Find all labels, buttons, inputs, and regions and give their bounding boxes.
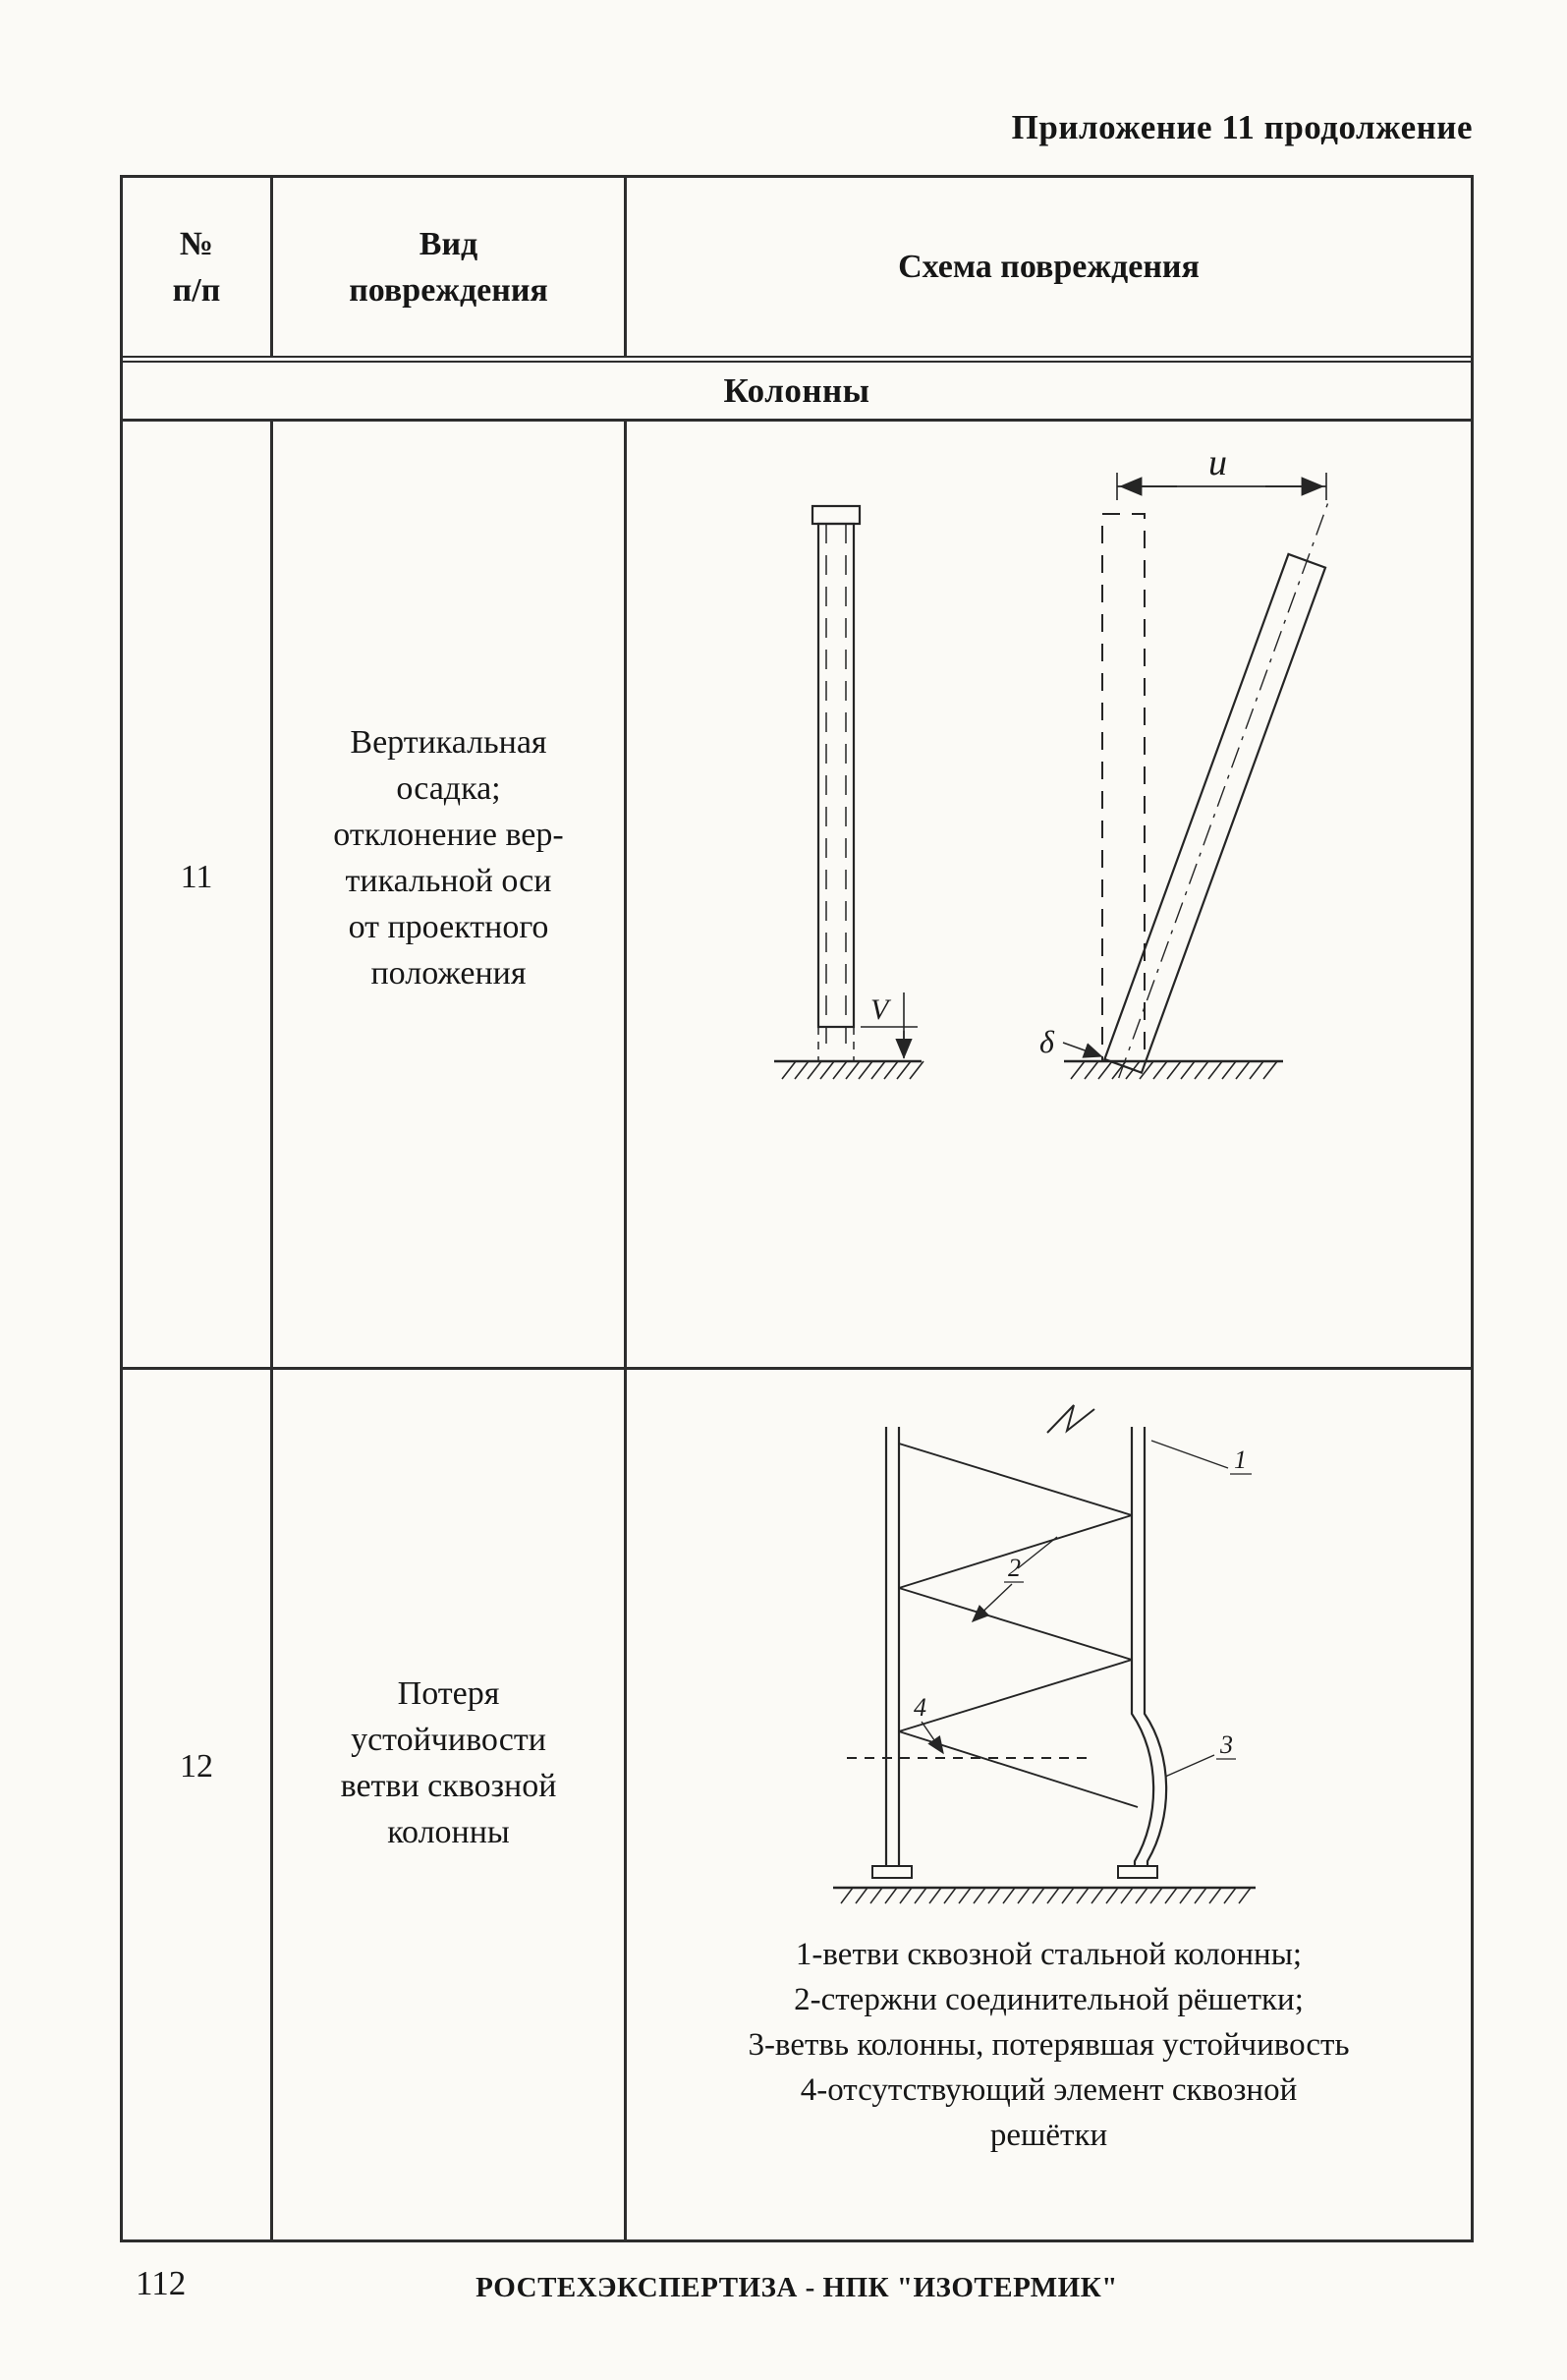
callout-4: 4	[914, 1693, 944, 1755]
column-header-number-line1: №	[179, 225, 214, 262]
damage-text-line: колонны	[387, 1814, 510, 1850]
table-row-12: 12 Потеря устойчивости ветви сквозной ко…	[123, 1370, 1471, 2239]
callout-1: 1	[1150, 1440, 1252, 1475]
row-12-number: 12	[123, 1370, 273, 2239]
damage-text-line: ветви сквозной	[340, 1768, 557, 1804]
damage-text-line: положения	[370, 955, 527, 992]
row-11-damage-type: Вертикальная осадка; отклонение вер- тик…	[273, 422, 627, 1367]
row-12-scheme-cell: 1 2 3 4	[627, 1370, 1471, 2239]
legend-line: 1-ветви сквозной стальной колонны;	[795, 1937, 1303, 1972]
settlement-dimension: V	[861, 992, 918, 1059]
column-settlement-diagram: u V	[774, 442, 1329, 1080]
delta-annotation: δ	[1039, 1024, 1103, 1059]
diagram-legend: 1-ветви сквозной стальной колонны; 2-сте…	[627, 1932, 1471, 2158]
damage-text-line: Вертикальная	[350, 724, 547, 761]
column-header-damage-line1: Вид	[419, 225, 478, 262]
column-header-damage-type: Вид повреждения	[273, 178, 627, 356]
column-header-number-line2: п/п	[172, 271, 221, 309]
row-11-scheme-cell: u V	[627, 422, 1471, 1367]
column-header-scheme: Схема повреждения	[627, 178, 1471, 356]
dim-v-label: V	[870, 993, 892, 1026]
ground-hatch-left	[774, 1059, 924, 1080]
section-title-columns: Колонны	[123, 363, 1471, 422]
tilted-column	[1102, 501, 1329, 1079]
ground-hatch-right	[1064, 1059, 1283, 1080]
table-row-11: 11 Вертикальная осадка; отклонение вер- …	[123, 422, 1471, 1370]
damage-text-line: от проектного	[348, 909, 549, 945]
column-header-damage-line2: повреждения	[349, 271, 548, 309]
damage-table: № п/п Вид повреждения Схема повреждения …	[120, 175, 1474, 2242]
callout-3: 3	[1164, 1730, 1236, 1778]
table-header-row: № п/п Вид повреждения Схема повреждения	[123, 178, 1471, 363]
break-symbol	[1046, 1404, 1095, 1434]
damage-text-line: тикальной оси	[345, 863, 552, 899]
page-title: Приложение 11 продолжение	[1011, 108, 1473, 146]
column-header-scheme-label: Схема повреждения	[898, 249, 1200, 285]
damage-text-line: Потеря	[397, 1675, 500, 1712]
dim-delta-label: δ	[1039, 1024, 1055, 1059]
legend-line: 4-отсутствующий элемент сквозной	[800, 2072, 1298, 2108]
label-4: 4	[914, 1693, 926, 1722]
right-chord-buckled	[1130, 1427, 1168, 1866]
callout-2: 2	[971, 1536, 1058, 1623]
legend-line: решётки	[989, 2118, 1108, 2153]
column-header-number: № п/п	[123, 178, 273, 356]
damage-text-line: отклонение вер-	[333, 817, 564, 853]
damage-text-line: осадка;	[396, 770, 501, 807]
row-11-number: 11	[123, 422, 273, 1367]
page-number: 112	[136, 2264, 187, 2302]
label-1: 1	[1234, 1445, 1247, 1474]
settled-column	[811, 504, 862, 1061]
label-2: 2	[1008, 1554, 1021, 1582]
left-chord	[884, 1427, 901, 1866]
original-column-dashed	[1101, 513, 1146, 1062]
u-dimension: u	[1116, 442, 1327, 500]
legend-line: 2-стержни соединительной рёшетки;	[794, 1982, 1304, 2017]
ground-hatch	[833, 1886, 1256, 1904]
damage-text-line: устойчивости	[351, 1722, 546, 1758]
label-3: 3	[1219, 1730, 1233, 1759]
dim-u-label: u	[1208, 442, 1227, 483]
footer-organization: РОСТЕХЭКСПЕРТИЗА - НПК "ИЗОТЕРМИК"	[476, 2272, 1118, 2303]
row-12-damage-type: Потеря устойчивости ветви сквозной колон…	[273, 1370, 627, 2239]
base-plates	[871, 1865, 1158, 1879]
lattice-diagonals	[898, 1443, 1139, 1808]
legend-line: 3-ветвь колонны, потерявшая устойчивость	[748, 2027, 1350, 2063]
lattice-column-diagram: 1 2 3 4	[833, 1404, 1256, 1904]
